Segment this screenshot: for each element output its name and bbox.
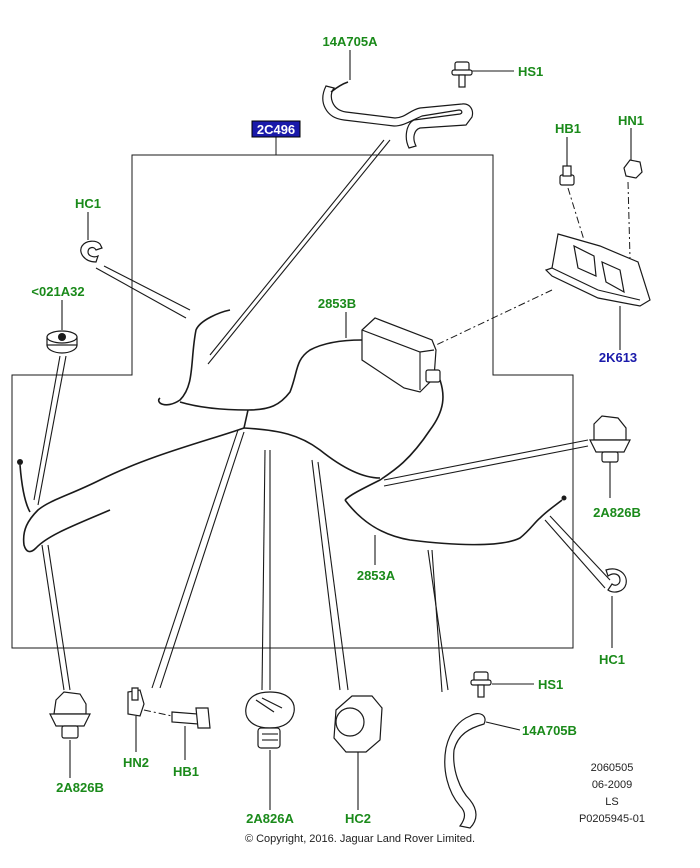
meta-line-3: LS: [605, 796, 618, 808]
meta-line-1: 2060505: [591, 762, 634, 774]
screw-hs1-top: [451, 61, 514, 88]
cable-2853b: [17, 309, 444, 553]
copyright-text: © Copyright, 2016. Jaguar Land Rover Lim…: [245, 833, 475, 845]
bolt-hb1-bottom: [171, 707, 211, 760]
clip-hc2: [333, 695, 383, 810]
hose-14a705a: [322, 81, 474, 149]
bracket-2k613: [433, 233, 651, 350]
label-hose-bottom[interactable]: 14A705B: [522, 723, 577, 738]
leader-hose-to-cable-2: [209, 139, 385, 356]
label-2853a[interactable]: 2853A: [357, 568, 396, 583]
label-hc2[interactable]: HC2: [345, 811, 371, 826]
cable-2853a: [344, 495, 567, 546]
label-hb1-top[interactable]: HB1: [555, 121, 581, 136]
meta-line-2: 06-2009: [592, 779, 632, 791]
assembly-outline: [11, 154, 574, 649]
leader-2a826b-right: [383, 439, 589, 481]
label-2k613[interactable]: 2K613: [599, 350, 637, 365]
clip-2a826b-right: [589, 415, 631, 498]
parking-brake-module: [345, 312, 441, 393]
label-hose-top[interactable]: 14A705A: [323, 34, 379, 49]
label-hn1[interactable]: HN1: [618, 113, 644, 128]
leader-2a826b-right-2: [383, 445, 589, 487]
label-2a826b-right[interactable]: 2A826B: [593, 505, 641, 520]
leader-hc2: [311, 459, 341, 691]
assembly-label: 2C496: [257, 122, 295, 137]
label-hs1-bottom[interactable]: HS1: [538, 677, 563, 692]
clip-2a826b-left: [49, 691, 91, 778]
label-2853b[interactable]: 2853B: [318, 296, 356, 311]
grommet-2a826a: [245, 691, 295, 810]
label-2a826a[interactable]: 2A826A: [246, 811, 294, 826]
hose-14a705b: [444, 712, 521, 829]
leader-hc2-2: [317, 461, 349, 691]
clip-hc1-left: [80, 212, 191, 319]
label-fitting-021a32[interactable]: <021A32: [31, 284, 84, 299]
label-hn2[interactable]: HN2: [123, 755, 149, 770]
meta-line-4: P0205945-01: [579, 813, 645, 825]
leader-hose-bottom-2: [431, 549, 443, 693]
leader-hc1-right: [544, 519, 606, 589]
label-2a826b-left[interactable]: 2A826B: [56, 780, 104, 795]
leader-hn2-2: [159, 431, 245, 689]
nut-hn1: [623, 128, 643, 259]
clip-hc1-right: [605, 568, 627, 648]
screw-hs1-bottom: [470, 671, 534, 698]
leader-hc1-right-2: [549, 515, 611, 581]
fitting-021a32: [33, 300, 78, 506]
clip-nut-hn2: [127, 687, 173, 752]
assembly-label-box[interactable]: 2C496: [251, 120, 301, 138]
bolt-hb1-top: [559, 137, 585, 241]
leader-2a826b-left: [41, 544, 65, 691]
label-hb1-bottom[interactable]: HB1: [173, 764, 199, 779]
leader-2a826a: [261, 449, 266, 691]
leader-2a826b-left-2: [47, 544, 71, 691]
label-hs1-top[interactable]: HS1: [518, 64, 543, 79]
leader-hose-bottom: [427, 549, 449, 691]
leader-hn2: [151, 429, 239, 689]
label-hc1-left[interactable]: HC1: [75, 196, 101, 211]
leader-hose-to-cable: [207, 139, 391, 365]
label-hc1-right[interactable]: HC1: [599, 652, 625, 667]
